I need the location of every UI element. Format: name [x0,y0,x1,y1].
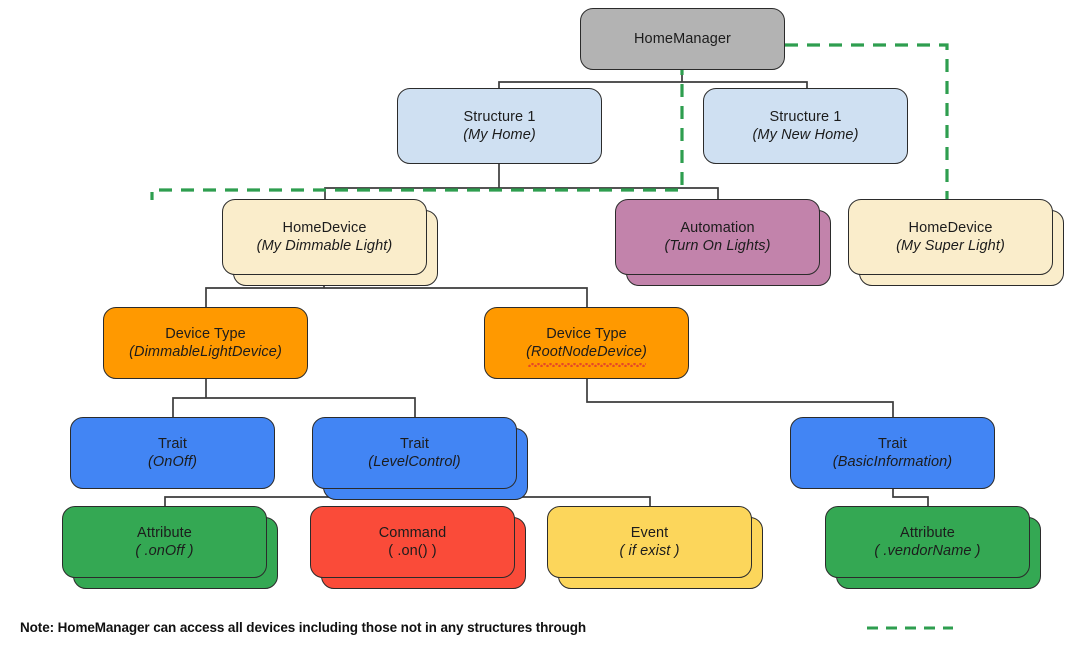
home-manager-node-title: HomeManager [633,30,731,47]
green-dashed-legend [867,626,953,630]
device-type-dimmable-node[interactable]: Device Type (DimmableLightDevice) [103,307,308,379]
structure-my-home-node[interactable]: Structure 1 (My Home) [397,88,602,164]
command-on-node-subtitle: ( .on() ) [388,543,437,559]
structure-my-new-home-node-title: Structure 1 [769,108,842,125]
device-type-rootnode-node-title: Device Type [546,325,627,342]
diagram-note: Note: HomeManager can access all devices… [20,620,586,635]
attribute-onoff-node[interactable]: Attribute ( .onOff ) [62,506,267,578]
attribute-vendorname-node-subtitle: ( .vendorName ) [874,543,981,559]
edge-devicetype2-to-basicinfo [586,378,894,418]
attribute-onoff-node-title: Attribute [137,524,192,541]
event-if-exist-node-title: Event [630,524,669,541]
spellcheck-squiggle-rootnodedevice [528,363,646,367]
command-on-node[interactable]: Command ( .on() ) [310,506,515,578]
attribute-vendorname-node-title: Attribute [900,524,955,541]
diagram-note-text: Note: HomeManager can access all devices… [20,620,587,635]
trait-onoff-node-title: Trait [158,435,187,452]
trait-onoff-node[interactable]: Trait (OnOff) [70,417,275,489]
home-device-dimmable-node-subtitle: (My Dimmable Light) [256,238,393,254]
home-manager-node[interactable]: HomeManager [580,8,785,70]
trait-levelcontrol-node-subtitle: (LevelControl) [368,454,461,470]
event-if-exist-node-subtitle: ( if exist ) [619,543,680,559]
automation-node-title: Automation [680,219,755,236]
attribute-onoff-node-subtitle: ( .onOff ) [135,543,194,559]
edge-homemanager-to-structures [498,69,808,89]
event-if-exist-node[interactable]: Event ( if exist ) [547,506,752,578]
structure-my-new-home-node-subtitle: (My New Home) [752,127,859,143]
trait-basicinformation-node-title: Trait [878,435,907,452]
device-type-dimmable-node-title: Device Type [165,325,246,342]
attribute-vendorname-node[interactable]: Attribute ( .vendorName ) [825,506,1030,578]
automation-node[interactable]: Automation (Turn On Lights) [615,199,820,275]
trait-levelcontrol-node-title: Trait [400,435,429,452]
edge-basicinfo-to-attribute [892,488,929,507]
device-type-dimmable-node-subtitle: (DimmableLightDevice) [129,344,282,360]
device-type-rootnode-node-subtitle: (RootNodeDevice) [526,344,647,360]
trait-basicinformation-node[interactable]: Trait (BasicInformation) [790,417,995,489]
home-device-super-light-node-subtitle: (My Super Light) [896,238,1005,254]
home-device-super-light-node[interactable]: HomeDevice (My Super Light) [848,199,1053,275]
structure-my-home-node-subtitle: (My Home) [463,127,536,143]
edge-structure1-to-children [324,163,719,200]
command-on-node-title: Command [378,524,447,541]
structure-my-home-node-title: Structure 1 [463,108,536,125]
home-device-dimmable-node-title: HomeDevice [282,219,367,236]
trait-onoff-node-subtitle: (OnOff) [147,454,198,470]
device-type-rootnode-node[interactable]: Device Type (RootNodeDevice) [484,307,689,379]
structure-my-new-home-node[interactable]: Structure 1 (My New Home) [703,88,908,164]
home-device-dimmable-node[interactable]: HomeDevice (My Dimmable Light) [222,199,427,275]
home-device-super-light-node-title: HomeDevice [908,219,993,236]
automation-node-subtitle: (Turn On Lights) [664,238,771,254]
edge-devicetype1-to-traits [172,378,416,418]
trait-basicinformation-node-subtitle: (BasicInformation) [832,454,953,470]
trait-levelcontrol-node[interactable]: Trait (LevelControl) [312,417,517,489]
